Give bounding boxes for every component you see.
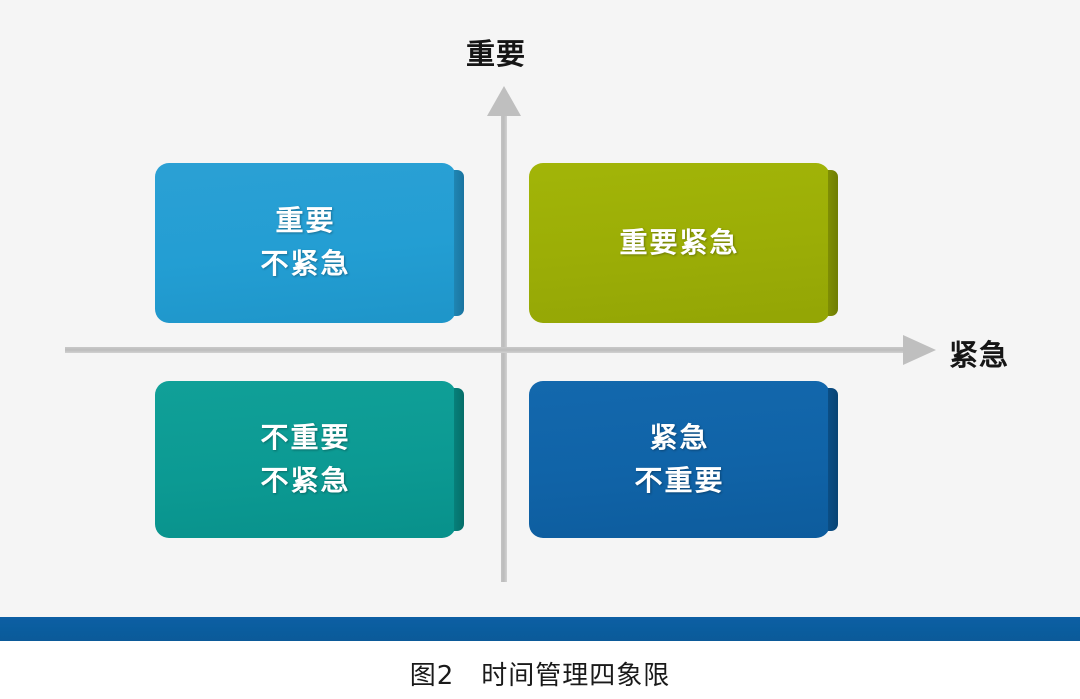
vertical-axis-label: 重要 xyxy=(466,37,527,71)
quadrant-urgent-not-important[interactable]: 紧急 不重要 xyxy=(529,381,838,538)
card-3d-edge xyxy=(828,170,838,316)
quadrant-label-line-1: 重要紧急 xyxy=(619,225,740,259)
quadrant-label: 重要 不紧急 xyxy=(260,200,350,285)
divider-bar xyxy=(0,617,1080,641)
quadrant-label-line-2: 不重要 xyxy=(634,463,725,497)
quadrant-not-important-not-urgent[interactable]: 不重要 不紧急 xyxy=(155,381,464,538)
quadrant-label: 重要紧急 xyxy=(619,222,739,265)
quadrant-label-line-2: 不紧急 xyxy=(260,463,351,497)
quadrant-label-line-1: 紧急 xyxy=(649,420,710,454)
card-3d-edge xyxy=(454,388,464,531)
quadrant-label-line-1: 不重要 xyxy=(260,420,351,454)
quadrant-label: 不重要 不紧急 xyxy=(260,417,350,502)
diagram-canvas: 重要 紧急 重要 不紧急 重要紧急 不重要 不紧急 xyxy=(65,37,1010,582)
quadrant-important-urgent[interactable]: 重要紧急 xyxy=(529,163,838,323)
arrow-up-icon xyxy=(487,86,521,116)
quadrant-label-line-2: 不紧急 xyxy=(260,247,351,280)
quadrant-important-not-urgent[interactable]: 重要 不紧急 xyxy=(155,163,464,323)
horizontal-axis-label: 紧急 xyxy=(949,338,1010,372)
card-3d-edge xyxy=(454,170,464,316)
quadrant-label: 紧急 不重要 xyxy=(634,417,724,502)
card-3d-edge xyxy=(828,388,838,531)
quadrant-label-line-1: 重要 xyxy=(275,204,336,238)
horizontal-axis-line xyxy=(65,347,908,353)
arrow-right-icon xyxy=(903,335,936,365)
vertical-axis-line xyxy=(501,100,507,582)
figure-footer: 图2 时间管理四象限 xyxy=(0,641,1080,699)
figure-caption: 图2 时间管理四象限 xyxy=(409,661,671,691)
